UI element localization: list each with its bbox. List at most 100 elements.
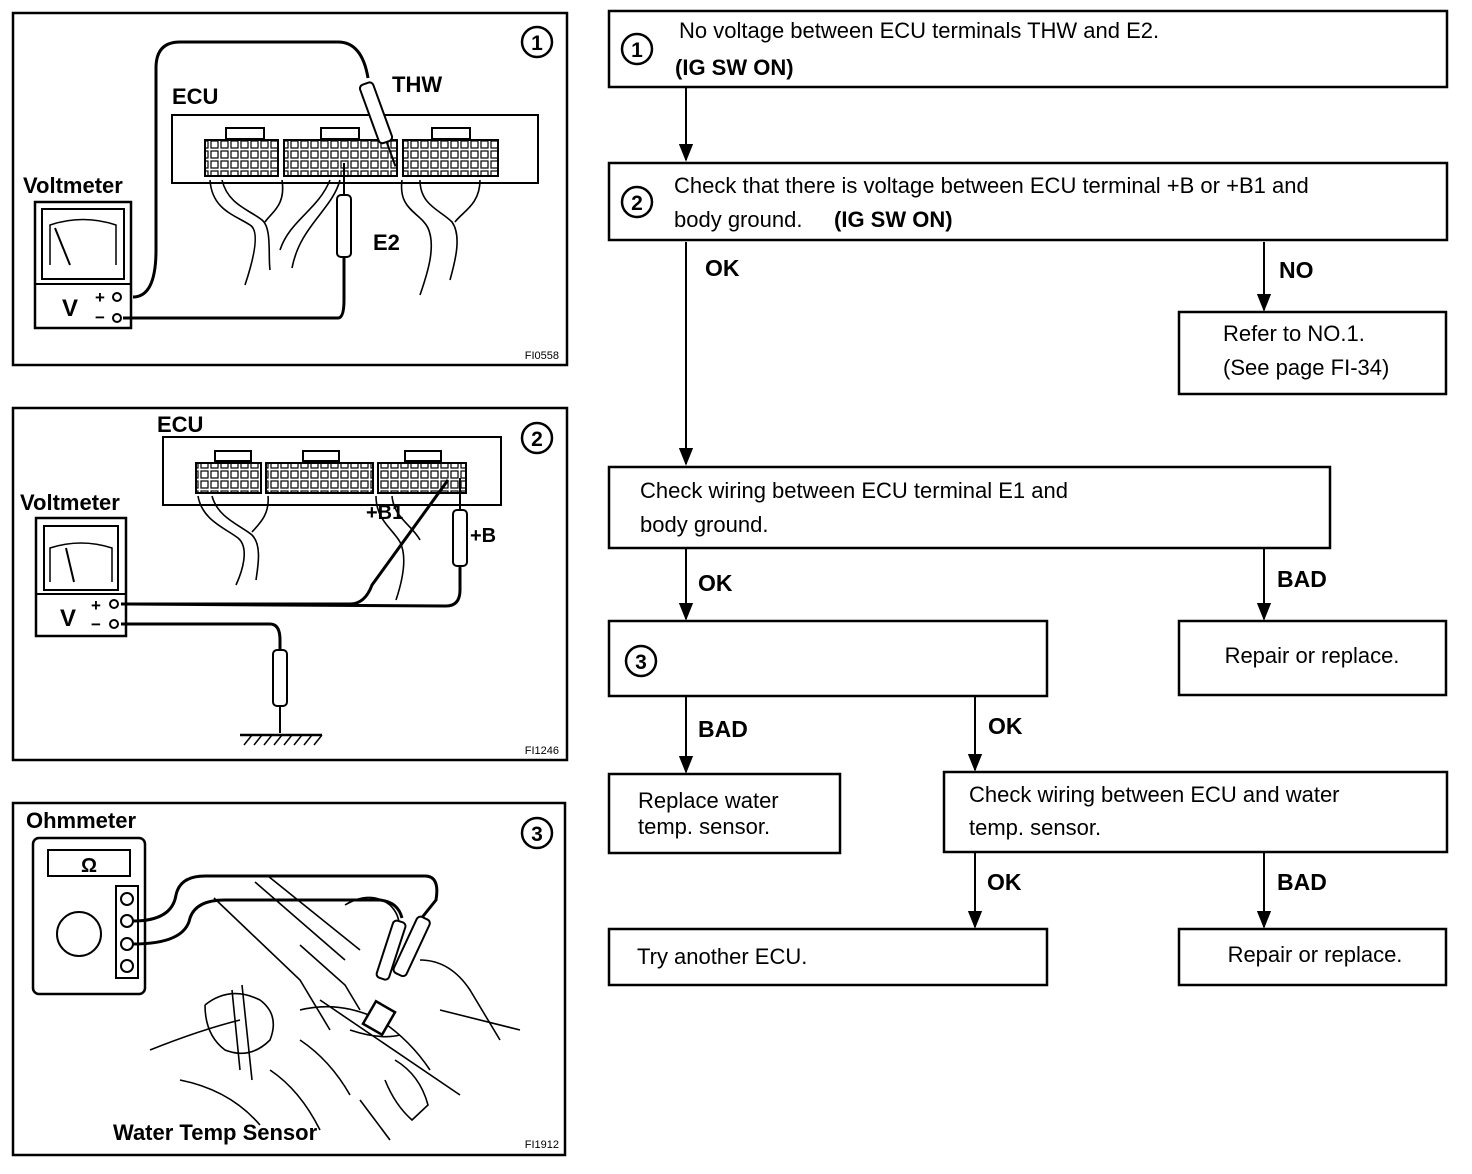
ohm-lead-2 — [132, 898, 404, 946]
ecu-label-1: ECU — [172, 84, 218, 109]
flow-box-step3: 3 — [607, 619, 1049, 698]
label-ok-step3: OK — [988, 713, 1023, 739]
terminal-plus-1 — [112, 292, 122, 302]
label-ok-wiring-e1: OK — [698, 570, 733, 596]
flow-box-wiring-sensor: Check wiring between ECU and water temp.… — [942, 770, 1449, 854]
voltmeter-v-2: V — [60, 605, 76, 632]
ecu2-latch-1 — [214, 450, 252, 462]
thw-lead-wire — [132, 40, 370, 299]
ohmmeter-label: Ohmmeter — [26, 808, 136, 833]
panel-3-number: 3 — [531, 823, 543, 846]
ecu-connector-body — [171, 114, 539, 184]
flow-box-wiring-e1: Check wiring between ECU terminal E1 and… — [607, 465, 1332, 550]
wire-harness-2 — [197, 495, 421, 601]
ecu2-pin-block-3 — [377, 462, 467, 494]
jack-4 — [120, 959, 134, 973]
step2-number-circle — [620, 185, 654, 219]
voltmeter-needle-2 — [65, 547, 75, 583]
label-ok-wiring-sensor: OK — [987, 869, 1022, 895]
panel-2-voltmeter-b-b1: 2 ECU — [11, 406, 569, 762]
fig-code-3: FI1912 — [525, 1139, 559, 1151]
panel-2-number: 2 — [531, 428, 543, 451]
flow-box-step2: 2 Check that there is voltage between EC… — [607, 161, 1449, 242]
wire-harness-1 — [209, 179, 481, 296]
step2-number: 2 — [631, 192, 643, 215]
label-ok-step2: OK — [705, 255, 740, 281]
voltmeter-label-1: Voltmeter — [23, 173, 123, 198]
wiring-sensor-line2: temp. sensor. — [969, 815, 1101, 840]
panel-3-ohmmeter-sensor: 3 Ohmmeter Ω — [11, 801, 567, 1157]
fig-code-2: FI1246 — [525, 745, 559, 757]
e2-probe — [336, 163, 352, 258]
sensor-probe-2 — [375, 919, 407, 981]
ecu-pin-block-3 — [402, 139, 499, 177]
ecu2-latch-2 — [302, 450, 340, 462]
panel-1-number: 1 — [531, 32, 543, 55]
ecu-pin-block-1 — [204, 139, 279, 177]
step1-number: 1 — [631, 39, 643, 62]
replace-sensor-line2: temp. sensor. — [638, 814, 770, 839]
ohm-lead-1 — [132, 874, 439, 923]
step2-line2a: body ground. — [674, 207, 802, 232]
step1-line1: No voltage between ECU terminals THW and… — [679, 18, 1159, 43]
ecu2-latch-3 — [404, 450, 442, 462]
ecu-latch-3 — [431, 127, 471, 140]
jack-3 — [120, 937, 134, 951]
terminal-minus-1 — [112, 313, 122, 323]
flow-box-refer: Refer to NO.1. (See page FI-34) — [1177, 310, 1448, 396]
label-no-step2: NO — [1279, 257, 1314, 283]
jack-1 — [120, 892, 134, 906]
voltmeter-face-1 — [41, 208, 125, 280]
voltmeter-face-2 — [43, 525, 119, 591]
step3-number: 3 — [635, 651, 647, 674]
ecu2-pin-block-2 — [265, 462, 374, 494]
plus-sign-1: + — [95, 288, 105, 307]
ground-symbol — [240, 733, 323, 746]
b-probe — [452, 478, 468, 567]
voltmeter-dial-1 — [49, 218, 117, 265]
panel-1-voltmeter-thw-e2: 1 ECU T — [11, 11, 569, 367]
b1-lead-wire — [121, 479, 450, 606]
sensor-probe-1 — [392, 915, 431, 978]
ohmmeter-dial — [56, 911, 102, 957]
thw-probe — [358, 81, 397, 167]
replace-sensor-line1: Replace water — [638, 788, 779, 813]
repair-1-text: Repair or replace. — [1225, 643, 1400, 668]
ecu2-pin-block-1 — [195, 462, 262, 494]
ohmmeter-body — [31, 836, 147, 996]
water-temp-sensor-label: Water Temp Sensor — [113, 1120, 318, 1145]
e2-label: E2 — [373, 230, 400, 255]
ohmmeter-display — [47, 849, 131, 877]
ohm-symbol: Ω — [81, 855, 97, 877]
step1-line2: (IG SW ON) — [675, 55, 794, 80]
voltmeter-v-1: V — [62, 295, 78, 322]
terminal-plus-2 — [109, 599, 119, 609]
voltmeter-body-1 — [33, 200, 133, 330]
flow-connectors — [678, 88, 1272, 929]
b1-label: +B1 — [366, 502, 403, 524]
water-temp-sensor-body — [361, 999, 397, 1037]
flow-box-try-ecu: Try another ECU. — [607, 927, 1049, 987]
panel-3-frame — [11, 801, 567, 1157]
ohmmeter-jack-panel — [115, 885, 139, 979]
e2-lead-wire — [123, 255, 346, 320]
panel-3-number-circle — [520, 816, 554, 850]
voltmeter-body-2 — [34, 516, 128, 638]
step2-line2b: (IG SW ON) — [834, 207, 953, 232]
flow-box-repair-1: Repair or replace. — [1177, 619, 1448, 697]
panel-1-number-circle — [520, 25, 554, 59]
wiring-e1-line2: body ground. — [640, 512, 768, 537]
step2-line1: Check that there is voltage between ECU … — [674, 173, 1309, 198]
flow-box-step1: 1 No voltage between ECU terminals THW a… — [607, 9, 1449, 89]
panel-2-frame — [11, 406, 569, 762]
thw-label: THW — [392, 72, 442, 97]
b-label: +B — [470, 525, 496, 547]
panel-2-number-circle — [520, 421, 554, 455]
panel-1-frame — [11, 11, 569, 367]
voltmeter-needle-1 — [54, 227, 71, 266]
voltmeter-dial-2 — [49, 542, 113, 582]
flow-box-replace-sensor: Replace water temp. sensor. — [607, 772, 842, 855]
refer-line1: Refer to NO.1. — [1223, 321, 1365, 346]
ground-probe — [272, 649, 288, 733]
